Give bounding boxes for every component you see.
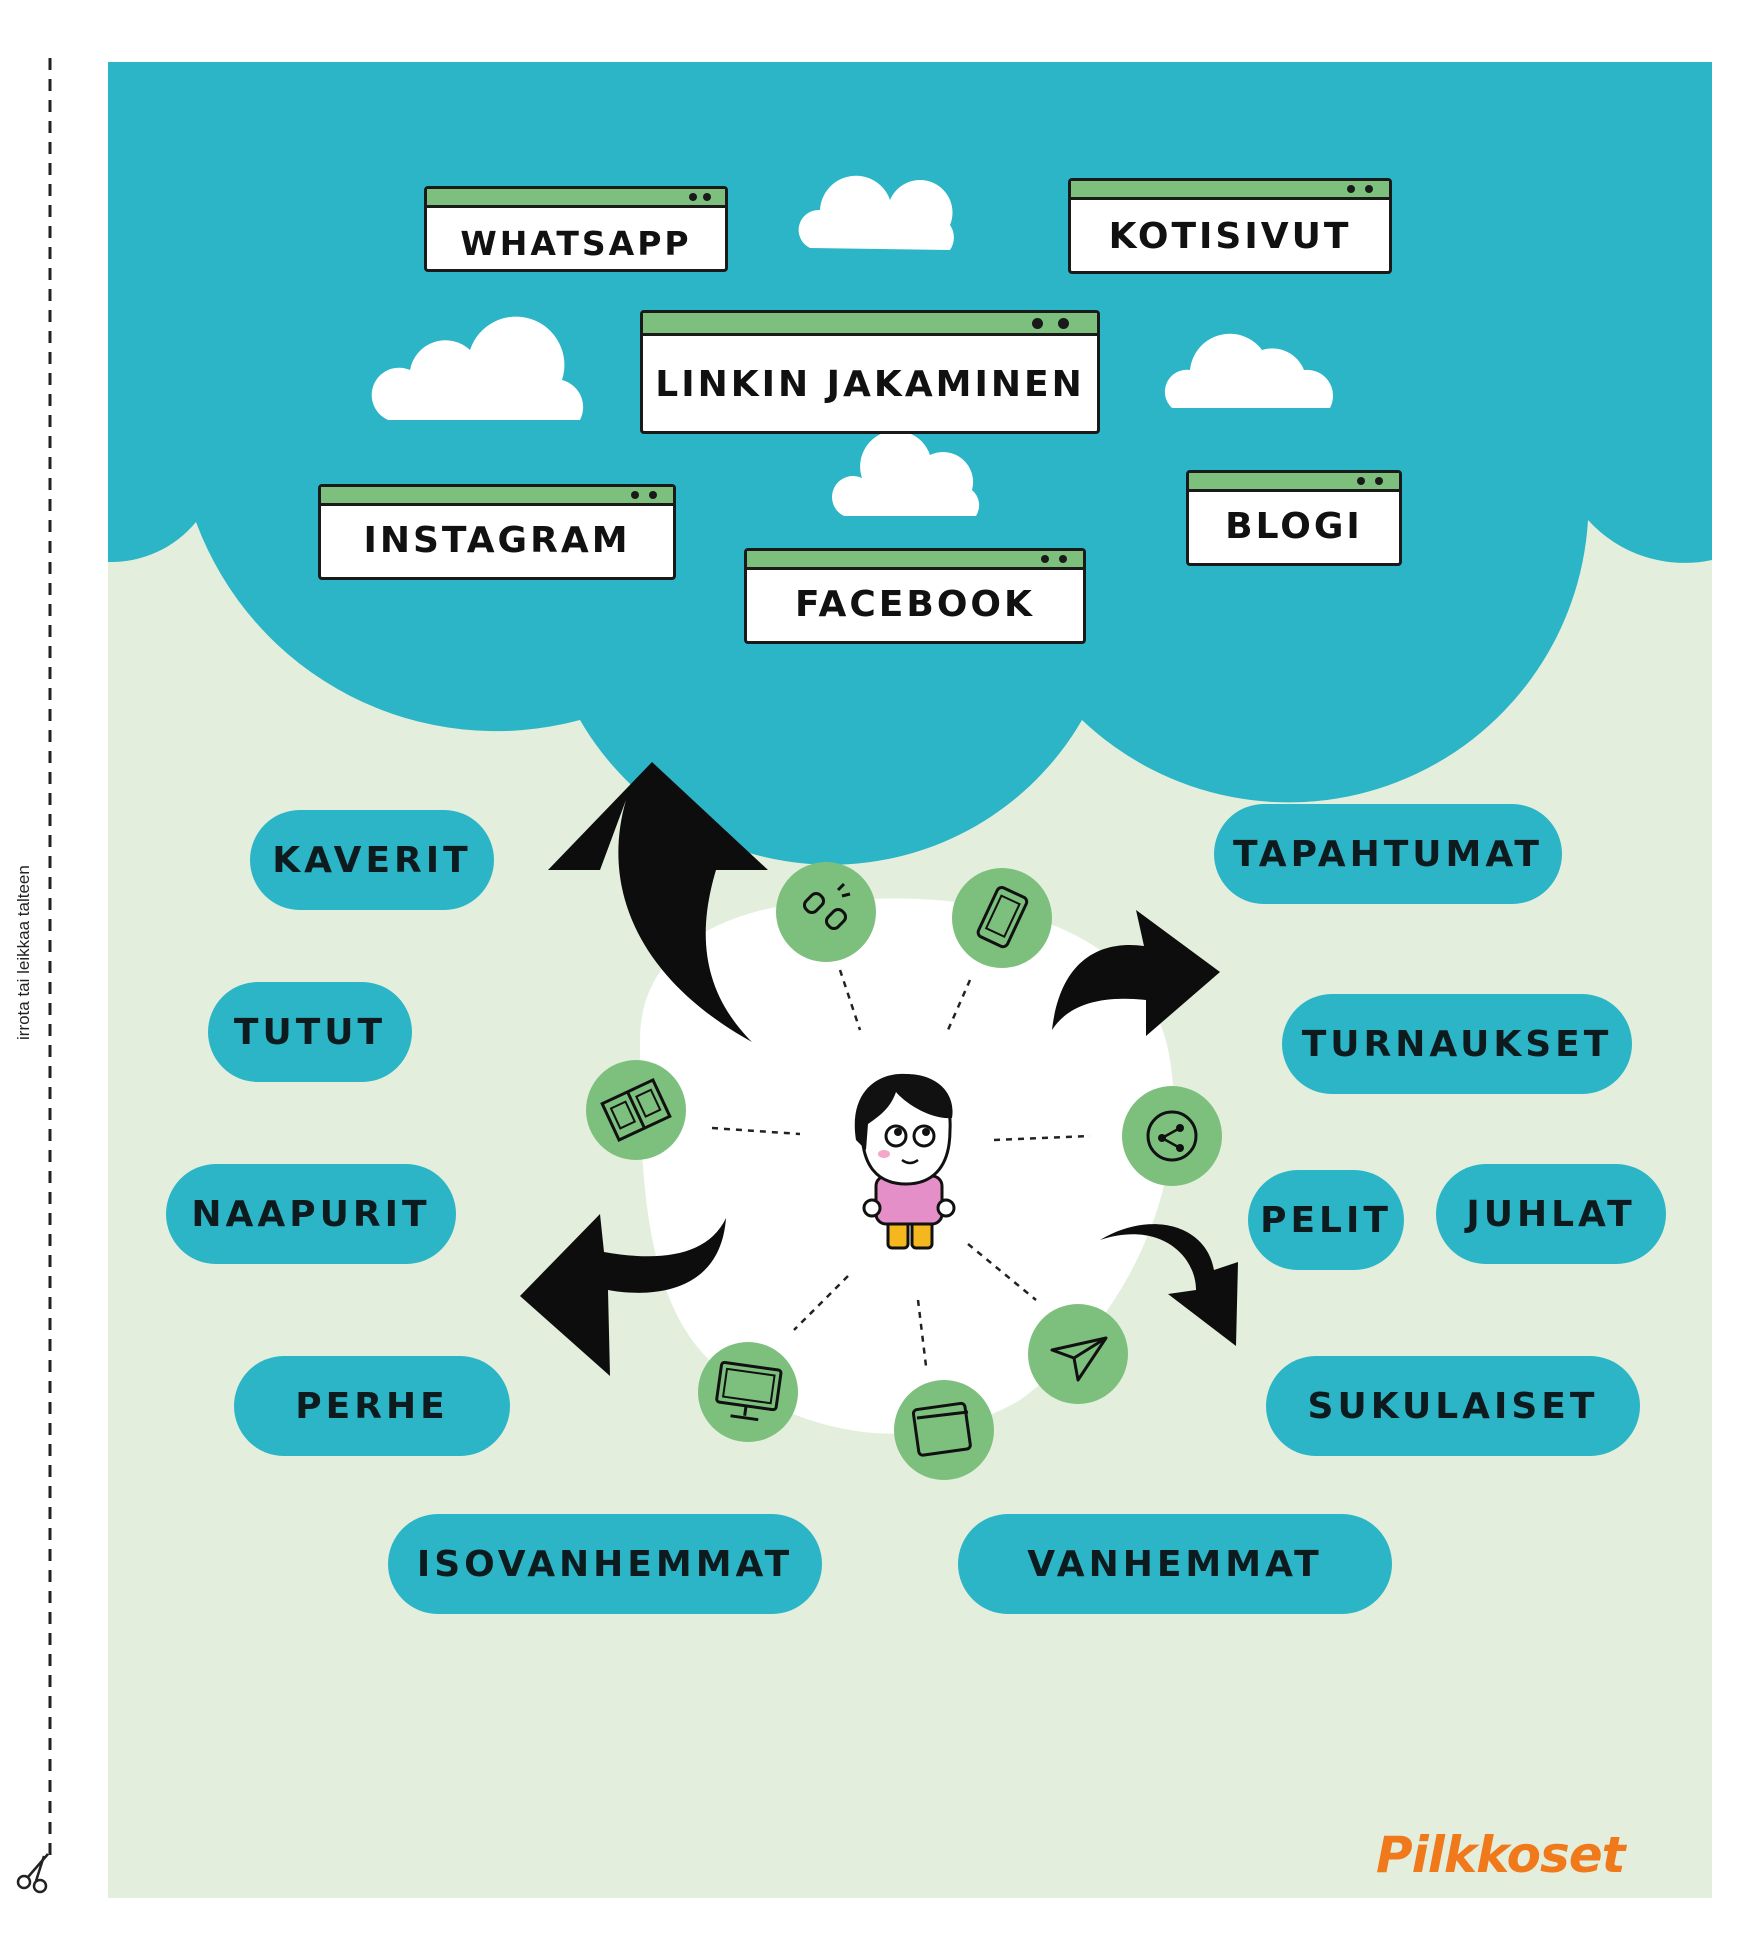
cut-line — [48, 58, 52, 1860]
pill-tapahtumat: TAPAHTUMAT — [1214, 804, 1562, 904]
pill-sukulaiset: SUKULAISET — [1266, 1356, 1640, 1456]
channel-window-linkin-jakaminen: LINKIN JAKAMINEN — [640, 310, 1100, 434]
monitor-icon — [698, 1342, 798, 1442]
browser-icon — [894, 1380, 994, 1480]
character-avatar — [854, 1073, 956, 1250]
small-clouds — [371, 175, 1334, 516]
pill-perhe: PERHE — [234, 1356, 510, 1456]
arrow-up-left — [548, 762, 768, 1042]
scissors-icon — [16, 1853, 49, 1894]
arrow-left-bottom — [520, 1214, 726, 1376]
connector-lines — [711, 969, 1091, 1367]
channel-window-kotisivut: KOTISIVUT — [1068, 178, 1392, 274]
channel-label-whatsapp: WHATSAPP — [460, 224, 692, 263]
pill-turnaukset: TURNAUKSET — [1282, 994, 1632, 1094]
channel-window-blogi: BLOGI — [1186, 470, 1402, 566]
pill-juhlat: JUHLAT — [1436, 1164, 1666, 1264]
pill-pelit: PELIT — [1248, 1170, 1404, 1270]
channel-label-linkin-jakaminen: LINKIN JAKAMINEN — [655, 364, 1085, 405]
newspaper-icon — [586, 1060, 686, 1160]
arrow-right-bottom — [1100, 1224, 1238, 1346]
pill-isovanhemmat: ISOVANHEMMAT — [388, 1514, 822, 1614]
channel-label-facebook: FACEBOOK — [795, 584, 1035, 625]
phone-icon — [952, 868, 1052, 968]
channel-label-blogi: BLOGI — [1225, 506, 1363, 547]
pill-naapurit: NAAPURIT — [166, 1164, 456, 1264]
channel-window-whatsapp: WHATSAPP — [424, 186, 728, 272]
channel-label-kotisivut: KOTISIVUT — [1108, 216, 1352, 257]
pilkkoset-logo: Pilkkoset — [1376, 1826, 1626, 1884]
channel-label-instagram: INSTAGRAM — [363, 520, 631, 561]
arrow-right-top — [1052, 910, 1220, 1036]
link-icon — [776, 862, 876, 962]
channel-window-instagram: INSTAGRAM — [318, 484, 676, 580]
pill-vanhemmat: VANHEMMAT — [958, 1514, 1392, 1614]
pill-tutut: TUTUT — [208, 982, 412, 1082]
pill-kaverit: KAVERIT — [250, 810, 494, 910]
channel-window-facebook: FACEBOOK — [744, 548, 1086, 644]
send-icon — [1028, 1304, 1128, 1404]
share-icon — [1122, 1086, 1222, 1186]
